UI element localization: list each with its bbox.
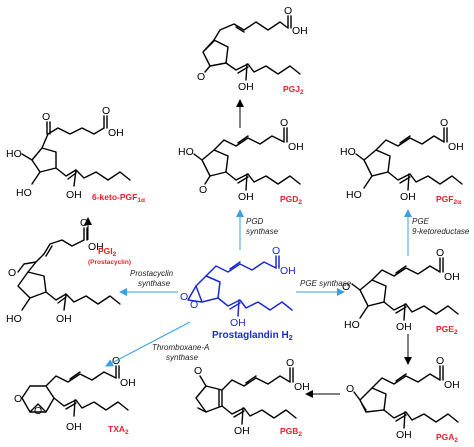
txa2-oh: OH	[66, 421, 82, 433]
pgf2a-ho-top: HO	[340, 146, 356, 158]
pge2-oh: OH	[396, 321, 412, 333]
pgf2a-acid-o: O	[440, 117, 448, 129]
molecule-pgi2: O O OH HO OH PGI2 (Prostacyclin)	[6, 217, 131, 325]
txa2-o1: O	[14, 393, 22, 405]
molecule-pga2: O O OH OH PGA2	[346, 355, 460, 444]
pgh2-acid-oh: OH	[280, 265, 296, 277]
txa2-acid-oh: OH	[120, 377, 136, 389]
pgd2-o: O	[199, 184, 207, 196]
pgh2-oh: OH	[230, 317, 246, 329]
pgj2-oh: OH	[238, 81, 254, 93]
pgf2a-label: PGF2α	[436, 194, 461, 206]
molecule-pgb2: O O OH OH PGB2	[194, 357, 310, 438]
pgj2-label: PGJ2	[283, 84, 304, 96]
arrow-pgh2-to-txa2	[105, 321, 191, 367]
pgb2-oh: OH	[234, 425, 250, 437]
enzyme-thromboxane-a-synthase: Thromboxane-A synthase	[152, 343, 211, 362]
pgi2-acid-o: O	[80, 217, 88, 229]
pge2-label: PGE2	[436, 324, 458, 336]
pgb2-acid-oh: OH	[294, 381, 310, 393]
pgh2-o2: O	[190, 299, 198, 311]
keto-oh: OH	[66, 189, 82, 201]
keto-ho-bottom: HO	[16, 187, 32, 199]
pgf2a-oh: OH	[400, 191, 416, 203]
enzyme-pge-synthase: PGE synthase	[300, 279, 352, 288]
pgd2-oh: OH	[238, 191, 254, 203]
pgd2-label: PGD2	[280, 194, 302, 206]
pga2-label: PGA2	[436, 432, 458, 444]
enzyme-pge-9-ketoreductase: PGE 9-ketoreductase	[412, 217, 470, 236]
keto-acid-oh: OH	[108, 127, 124, 139]
enzyme-pgd-synthase: PGD synthase	[246, 217, 279, 236]
pgj2-acid-oh: OH	[292, 25, 308, 37]
pgd2-ho: HO	[178, 146, 194, 158]
pgf2a-acid-oh: OH	[448, 141, 464, 153]
pgb2-label: PGB2	[280, 426, 302, 438]
pgi2-label: PGI2	[98, 246, 117, 258]
pgf2a-ho-bottom: HO	[346, 189, 362, 201]
molecule-pge2: O HO O OH OH PGE2	[342, 247, 460, 336]
pgi2-ho: HO	[6, 313, 22, 325]
center-label: Prostaglandin H2	[212, 330, 293, 342]
pgh2-acid-o: O	[272, 245, 280, 257]
pge2-acid-oh: OH	[444, 271, 460, 283]
pge2-acid-o: O	[436, 247, 444, 259]
pgi2-acid-oh: OH	[88, 241, 104, 253]
pgi2-note: (Prostacyclin)	[88, 259, 131, 266]
keto-acid-o: O	[102, 105, 110, 117]
pgd2-acid-oh: OH	[288, 141, 304, 153]
pge2-ho: HO	[344, 319, 360, 331]
txa2-label: TXA2	[108, 424, 129, 436]
pgb2-o: O	[194, 365, 202, 377]
pgi2-ring-o: O	[8, 267, 16, 279]
pgj2-acid-o: O	[284, 5, 292, 17]
pge2-o: O	[342, 281, 350, 293]
molecule-pgd2: HO O O OH OH PGD2	[178, 117, 304, 206]
pgd2-acid-o: O	[280, 117, 288, 129]
pga2-acid-oh: OH	[444, 379, 460, 391]
keto-label: 6-keto-PGF1α	[92, 192, 145, 204]
molecule-pgf2a: HO HO O OH OH PGF2α	[340, 117, 464, 206]
pgb2-acid-o: O	[286, 357, 294, 369]
molecule-pgj2: O OH O OH PGJ2	[197, 5, 308, 96]
pgi2-oh: OH	[56, 313, 72, 325]
keto-o: O	[42, 111, 50, 123]
pga2-o: O	[346, 383, 354, 395]
pga2-acid-o: O	[436, 355, 444, 367]
keto-ho-top: HO	[6, 148, 22, 160]
txa2-o2: O	[34, 405, 42, 417]
molecule-pgh2[interactable]: O O O OH OH Prostaglandin H2	[180, 245, 296, 342]
pga2-oh: OH	[396, 429, 412, 441]
enzyme-prostacyclin-synthase: Prostacyclin synthase	[130, 269, 175, 288]
pgh2-o1: O	[180, 291, 188, 303]
molecule-txa2: O O O OH OH TXA2	[14, 355, 136, 436]
pgj2-ketone-o: O	[197, 71, 205, 83]
molecule-6-keto-pgf1a: O O OH HO HO OH 6-keto-PGF1α	[6, 105, 145, 204]
